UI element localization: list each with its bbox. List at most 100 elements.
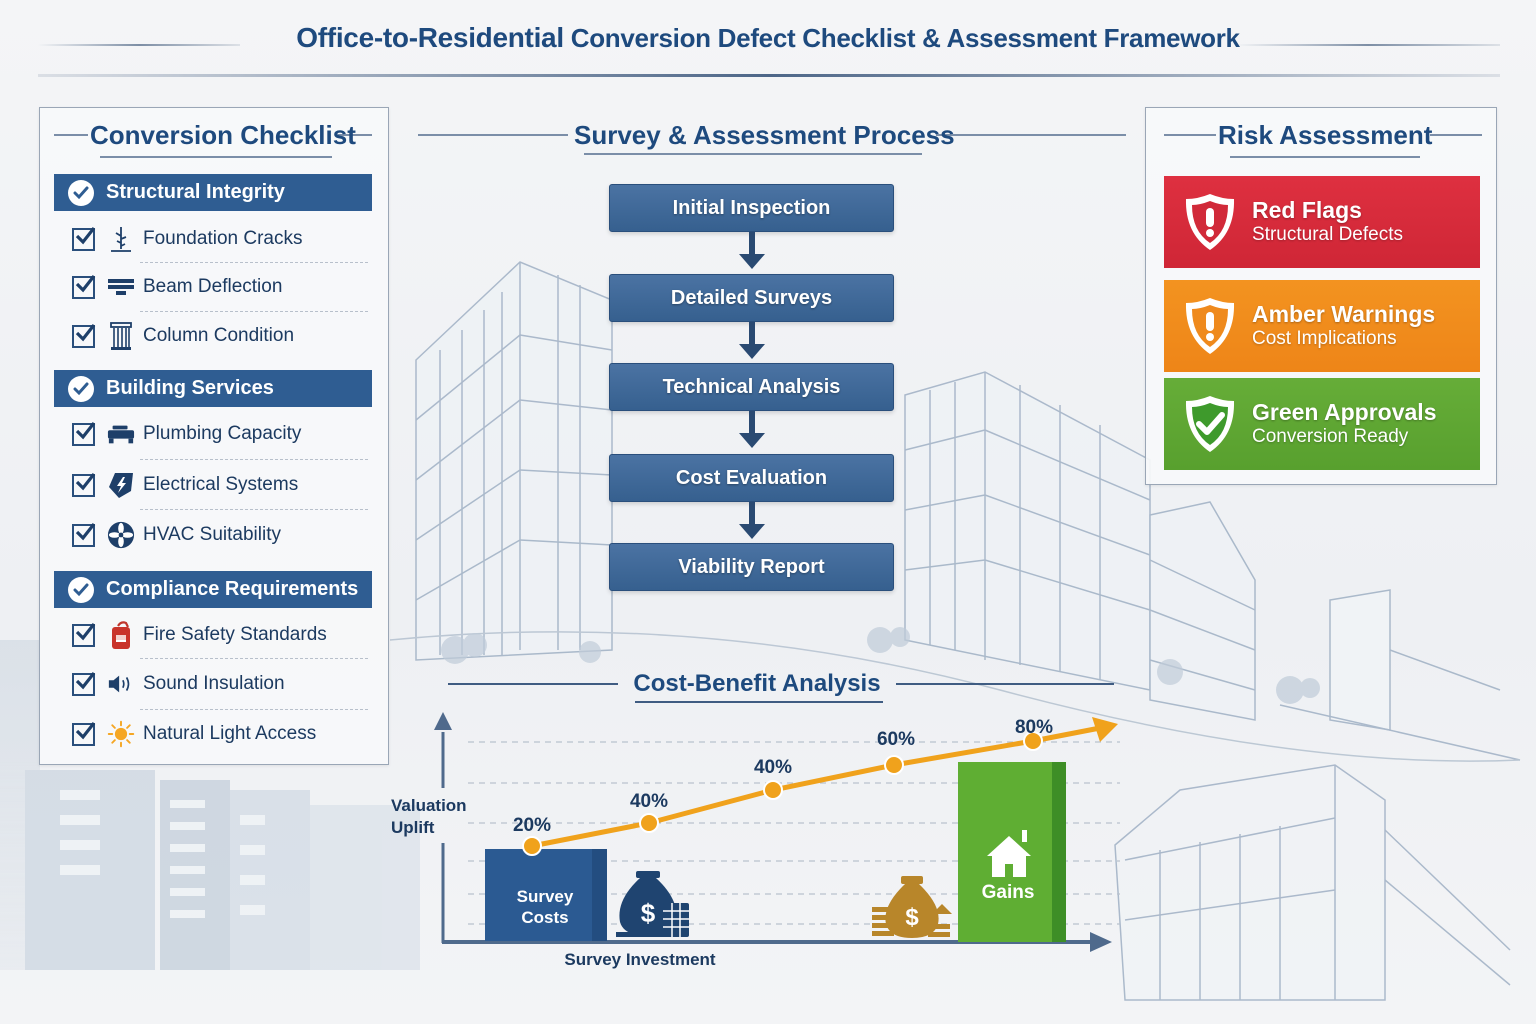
arrow-down-icon [739,411,765,448]
checkbox-checked[interactable] [72,522,96,547]
y-axis-label: Valuation Uplift [391,796,467,837]
title-dash-left [54,134,88,136]
risk-card-subtitle: Conversion Ready [1252,426,1409,448]
page-title: Office-to-Residential Conversion Defect … [0,22,1536,54]
check-circle-icon [68,576,94,603]
checklist-title: Conversion Checklist [90,120,356,150]
risk-card-amber-warnings[interactable]: Amber Warnings Cost Implications [1164,280,1480,372]
risk-card-title: Red Flags [1252,196,1362,223]
category-label: Structural Integrity [106,181,285,203]
pipe-icon [107,420,135,448]
process-step-cost-evaluation[interactable]: Cost Evaluation [609,454,894,502]
arrow-down-icon [739,322,765,359]
shield-exclamation-icon [1185,298,1235,354]
title-line-right [1236,44,1500,46]
risk-card-title: Green Approvals [1252,398,1437,425]
risk-card-red-flags[interactable]: Red Flags Structural Defects [1164,176,1480,268]
check-circle-icon [68,375,94,402]
title-line-left [38,44,240,46]
category-header-structural-integrity[interactable]: Structural Integrity [54,174,372,211]
shield-exclamation-icon [1185,194,1235,250]
checklist-item-fire-safety-standards[interactable]: Fire Safety Standards [72,615,368,655]
bar-label-survey-costs: Survey Costs [516,887,574,927]
process-title-dash-right [936,134,1126,136]
chart-title-dash-left [448,683,618,685]
row-separator [140,509,368,510]
bar-label-gains: Gains [981,882,1035,903]
category-header-building-services[interactable]: Building Services [54,370,372,407]
item-label: HVAC Suitability [143,524,281,545]
checklist-item-plumbing-capacity[interactable]: Plumbing Capacity [72,414,368,454]
cost-benefit-chart: $ $ [434,712,1120,952]
arrow-down-icon [739,232,765,269]
checklist-item-column-condition[interactable]: Column Condition [72,316,368,356]
data-point [522,836,542,856]
money-bag-coins-icon: $ [616,871,689,937]
page-title-bold: Office-to-Residential [296,22,564,53]
item-label: Column Condition [143,325,295,346]
checkbox-checked[interactable] [72,226,96,251]
item-label: Foundation Cracks [143,228,303,249]
checklist-item-beam-deflection[interactable]: Beam Deflection [72,267,368,307]
svg-text:$: $ [905,904,919,931]
process-step-detailed-surveys[interactable]: Detailed Surveys [609,274,894,322]
process-step-technical-analysis[interactable]: Technical Analysis [609,363,894,411]
data-label: 40% [753,757,793,778]
checkbox-checked[interactable] [72,421,96,446]
item-label: Beam Deflection [143,276,283,297]
data-label: 40% [629,791,669,812]
svg-text:$: $ [641,898,656,928]
title-dash-left [1164,134,1216,136]
checkbox-checked[interactable] [72,671,96,696]
risk-card-title: Amber Warnings [1252,300,1436,327]
row-separator [140,658,368,659]
data-point [884,755,904,775]
checklist-title-underline [100,156,332,158]
page-title-rest: Conversion Defect Checklist & Assessment… [563,23,1240,53]
title-dash-right [338,134,372,136]
checkbox-checked[interactable] [72,323,96,348]
row-separator [140,262,368,263]
data-label: 80% [1014,717,1054,738]
category-label: Compliance Requirements [106,578,359,600]
money-bag-house-icon: $ [872,876,952,938]
process-step-viability-report[interactable]: Viability Report [609,543,894,591]
risk-card-green-approvals[interactable]: Green Approvals Conversion Ready [1164,378,1480,470]
category-header-compliance-requirements[interactable]: Compliance Requirements [54,571,372,608]
conversion-checklist-panel: Conversion Checklist Structural Integrit… [39,107,389,765]
row-separator [140,311,368,312]
data-point [763,780,783,800]
risk-card-subtitle: Structural Defects [1252,224,1403,246]
x-axis-label: Survey Investment [564,950,716,969]
risk-title: Risk Assessment [1218,120,1433,150]
data-point [1023,731,1043,751]
shield-check-icon [1185,396,1235,452]
checkbox-checked[interactable] [72,622,96,647]
fire-extinguisher-icon [107,621,135,649]
data-label: 20% [512,815,552,836]
checklist-item-sound-insulation[interactable]: Sound Insulation [72,664,368,704]
category-label: Building Services [106,377,274,399]
item-label: Fire Safety Standards [143,624,327,645]
checklist-item-foundation-cracks[interactable]: Foundation Cracks [72,219,368,259]
fan-icon [107,521,135,549]
chart-title-underline [635,701,883,703]
checkbox-checked[interactable] [72,472,96,497]
checkbox-checked[interactable] [72,274,96,299]
process-title-dash-left [418,134,568,136]
foundation-crack-icon [107,225,135,253]
item-label: Plumbing Capacity [143,423,302,444]
house-icon [987,830,1031,877]
chart-title: Cost-Benefit Analysis [633,670,881,697]
beam-icon [107,273,135,301]
sun-icon [107,720,135,748]
checkbox-checked[interactable] [72,721,96,746]
data-point [639,813,659,833]
checklist-item-hvac-suitability[interactable]: HVAC Suitability [72,515,368,555]
risk-title-underline [1230,156,1420,158]
checklist-item-natural-light-access[interactable]: Natural Light Access [72,714,368,754]
checklist-item-electrical-systems[interactable]: Electrical Systems [72,465,368,505]
process-title: Survey & Assessment Process [574,120,955,150]
process-step-initial-inspection[interactable]: Initial Inspection [609,184,894,232]
